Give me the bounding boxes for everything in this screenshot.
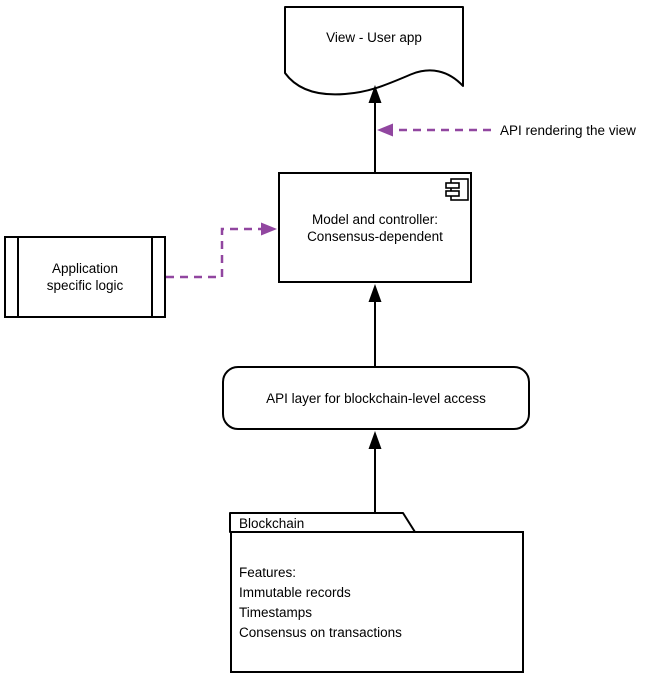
- arrowhead-model-to-view: [368, 85, 382, 103]
- applogic-right-bar: [151, 238, 153, 316]
- blockchain-folder-body: [230, 531, 524, 673]
- blockchain-feature-item: Immutable records: [239, 585, 351, 600]
- applogic-left-bar: [17, 238, 19, 316]
- view-document-shape: [284, 6, 464, 96]
- api-layer-node: API layer for blockchain-level access: [222, 366, 530, 430]
- arrowhead-api-rendering: [377, 123, 393, 137]
- blockchain-feature-item: Consensus on transactions: [239, 625, 402, 640]
- blockchain-feature-heading: Features:: [239, 565, 297, 580]
- view-node-label: View - User app: [326, 29, 422, 45]
- application-logic-label-line1: Application: [51, 261, 119, 276]
- application-logic-node: Application specific logic: [4, 236, 166, 318]
- arrowhead-blockchain-to-api: [368, 431, 382, 449]
- application-logic-label-line2: specific logic: [46, 278, 124, 293]
- blockchain-feature-item: Timestamps: [239, 605, 313, 620]
- blockchain-title: Blockchain: [239, 516, 305, 531]
- connector-applogic-to-model: [166, 227, 262, 279]
- api-rendering-label: API rendering the view: [500, 123, 636, 138]
- model-controller-node: Model and controller: Consensus-dependen…: [278, 172, 472, 283]
- uml-component-icon: [445, 178, 469, 201]
- arrowhead-applogic-to-model: [261, 222, 277, 236]
- model-controller-label-line2: Consensus-dependent: [307, 228, 443, 244]
- blockchain-features: Features: Immutable records Timestamps C…: [239, 563, 402, 643]
- api-layer-label: API layer for blockchain-level access: [266, 390, 486, 406]
- arrowhead-api-to-model: [368, 284, 382, 302]
- model-controller-label-line1: Model and controller:: [311, 211, 439, 227]
